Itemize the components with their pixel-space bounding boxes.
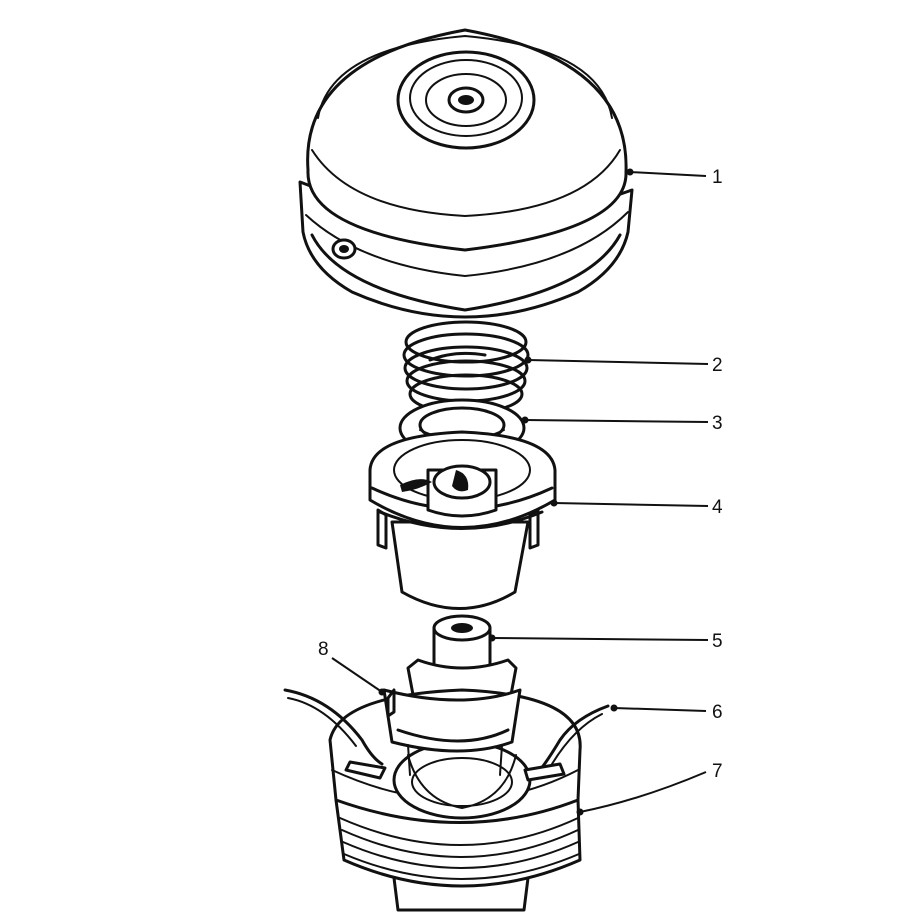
callout-label-2: 2 <box>712 355 723 376</box>
callout-label-7: 7 <box>712 761 723 782</box>
callout-4: 4 <box>550 497 723 518</box>
callout-2: 2 <box>524 355 723 376</box>
callout-7: 7 <box>576 761 723 816</box>
cover <box>298 28 634 319</box>
callout-label-1: 1 <box>712 167 723 188</box>
callout-label-8: 8 <box>318 639 329 660</box>
callout-8: 8 <box>318 639 386 696</box>
callout-label-4: 4 <box>712 497 723 518</box>
callout-label-5: 5 <box>712 631 723 652</box>
callout-3: 3 <box>521 413 723 434</box>
callout-6: 6 <box>610 702 723 723</box>
callout-label-3: 3 <box>712 413 723 434</box>
callout-1: 1 <box>626 167 723 188</box>
base-drum <box>328 688 582 912</box>
callout-label-6: 6 <box>712 702 723 723</box>
spool-retainer <box>382 688 522 776</box>
cutting-line <box>283 688 610 782</box>
spool-housing <box>368 430 557 610</box>
callout-5: 5 <box>488 631 723 652</box>
